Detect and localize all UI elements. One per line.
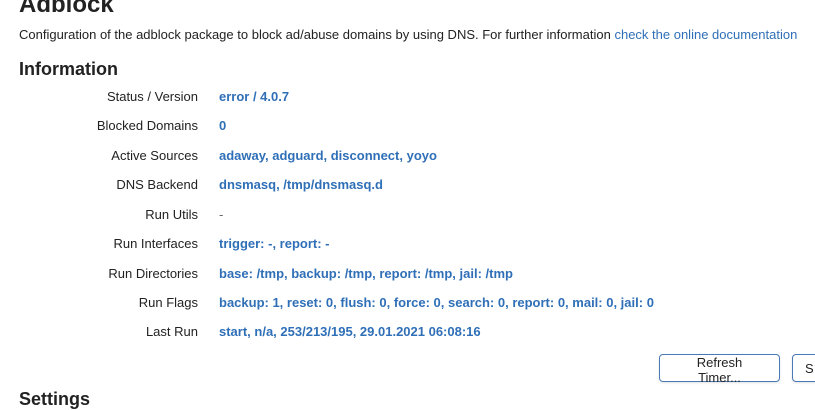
info-label: Blocked Domains xyxy=(96,118,198,133)
page-title: Adblock xyxy=(19,0,114,18)
info-label: DNS Backend xyxy=(116,177,198,192)
info-value: start, n/a, 253/213/195, 29.01.2021 06:0… xyxy=(219,324,481,339)
next-action-button[interactable]: S xyxy=(792,354,815,382)
info-label: Active Sources xyxy=(111,148,198,163)
refresh-timer-button[interactable]: Refresh Timer... xyxy=(659,354,780,385)
info-value: dnsmasq, /tmp/dnsmasq.d xyxy=(219,177,383,192)
info-row-dns-backend: DNS Backend dnsmasq, /tmp/dnsmasq.d xyxy=(0,175,815,195)
intro-text: Configuration of the adblock package to … xyxy=(19,27,611,42)
page-description: Configuration of the adblock package to … xyxy=(19,27,797,42)
info-label: Run Directories xyxy=(108,266,198,281)
info-value: trigger: -, report: - xyxy=(219,236,330,251)
info-row-status-version: Status / Version error / 4.0.7 xyxy=(0,87,815,107)
info-value: base: /tmp, backup: /tmp, report: /tmp, … xyxy=(219,266,513,281)
info-row-run-utils: Run Utils - xyxy=(0,205,815,225)
info-value: - xyxy=(219,207,224,222)
info-label: Last Run xyxy=(145,324,198,339)
info-row-active-sources: Active Sources adaway, adguard, disconne… xyxy=(0,146,815,166)
info-value: error / 4.0.7 xyxy=(219,89,290,104)
info-value: 0 xyxy=(219,118,227,133)
info-label: Run Flags xyxy=(138,295,198,310)
info-value: adaway, adguard, disconnect, yoyo xyxy=(219,148,437,163)
info-row-run-flags: Run Flags backup: 1, reset: 0, flush: 0,… xyxy=(0,293,815,313)
settings-section-title: Settings xyxy=(19,389,91,409)
info-row-run-interfaces: Run Interfaces trigger: -, report: - xyxy=(0,234,815,254)
documentation-link[interactable]: check the online documentation xyxy=(614,27,798,42)
info-label: Run Utils xyxy=(145,207,198,222)
info-row-last-run: Last Run start, n/a, 253/213/195, 29.01.… xyxy=(0,322,815,342)
info-row-blocked-domains: Blocked Domains 0 xyxy=(0,116,815,136)
info-label: Run Interfaces xyxy=(113,236,198,251)
information-section-title: Information xyxy=(19,59,118,79)
info-row-run-directories: Run Directories base: /tmp, backup: /tmp… xyxy=(0,264,815,284)
info-label: Status / Version xyxy=(106,89,198,104)
info-value: backup: 1, reset: 0, flush: 0, force: 0,… xyxy=(219,295,654,310)
